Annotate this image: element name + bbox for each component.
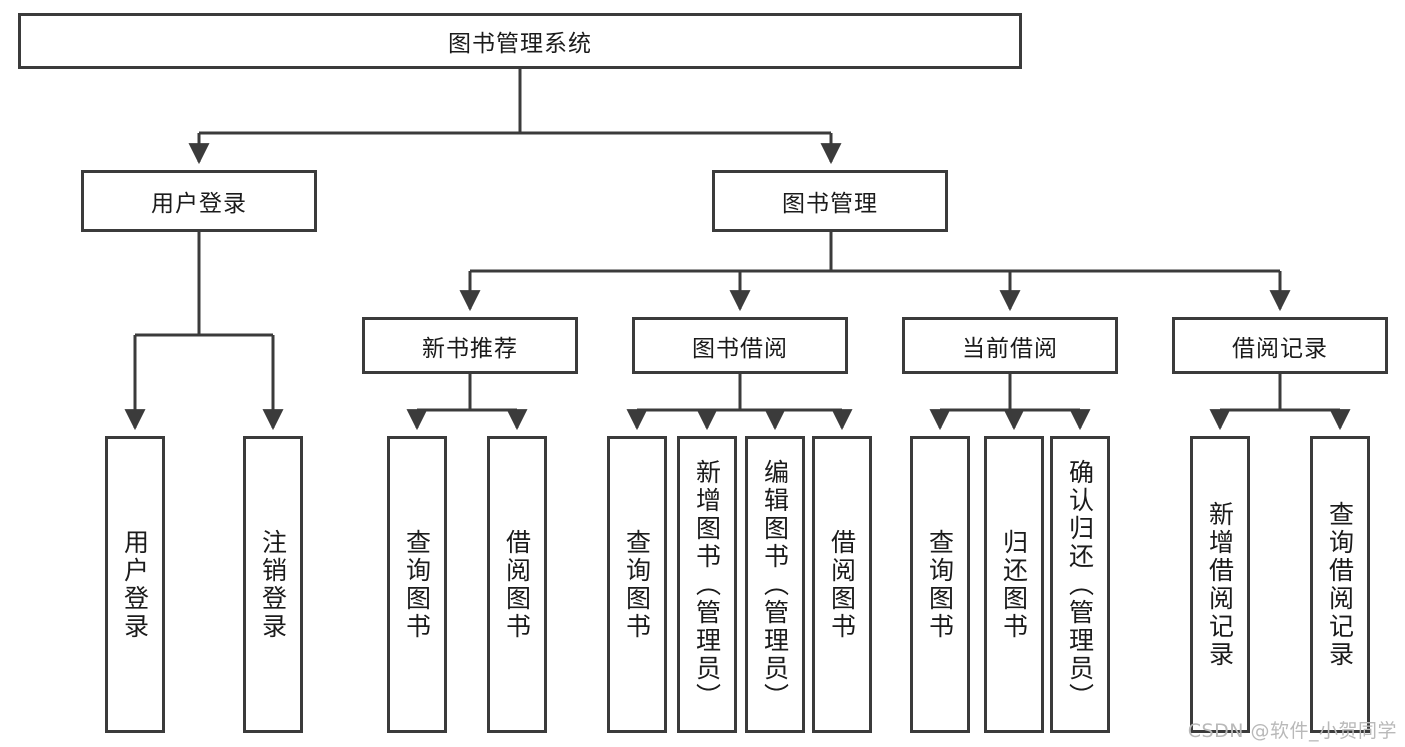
node-leaf-query-borrow-record-label: 查询借阅记录 [1325,500,1355,669]
watermark-text: CSDN @软件_小贺同学 [1187,720,1397,742]
node-leaf-query-book-3[interactable]: 查询图书 [910,436,970,733]
node-leaf-query-book-1-label: 查询图书 [402,528,432,641]
node-leaf-borrow-book-2[interactable]: 借阅图书 [812,436,872,733]
node-book-manage[interactable]: 图书管理 [712,170,948,232]
node-leaf-add-borrow-record[interactable]: 新增借阅记录 [1190,436,1250,733]
node-new-book-recommend[interactable]: 新书推荐 [362,317,578,374]
node-user-login[interactable]: 用户登录 [81,170,317,232]
node-leaf-query-book-2-label: 查询图书 [622,528,652,641]
node-leaf-return-book-label: 归还图书 [999,528,1029,641]
node-leaf-confirm-return[interactable]: 确认归还（管理员） [1050,436,1110,733]
node-leaf-confirm-return-label: 确认归还（管理员） [1065,458,1095,711]
node-leaf-user-logout-label: 注销登录 [258,528,288,641]
node-leaf-borrow-book-2-label: 借阅图书 [827,528,857,641]
node-leaf-query-book-3-label: 查询图书 [925,528,955,641]
node-root[interactable]: 图书管理系统 [18,13,1022,69]
node-root-label: 图书管理系统 [448,31,592,57]
node-leaf-add-book[interactable]: 新增图书（管理员） [677,436,737,733]
node-leaf-query-book-2[interactable]: 查询图书 [607,436,667,733]
node-leaf-user-logout[interactable]: 注销登录 [243,436,303,733]
node-book-manage-label: 图书管理 [782,191,878,217]
node-leaf-query-borrow-record[interactable]: 查询借阅记录 [1310,436,1370,733]
node-leaf-user-login-label: 用户登录 [120,528,150,641]
node-leaf-add-borrow-record-label: 新增借阅记录 [1205,500,1235,669]
node-current-borrow[interactable]: 当前借阅 [902,317,1118,374]
node-leaf-edit-book[interactable]: 编辑图书（管理员） [745,436,805,733]
node-current-borrow-label: 当前借阅 [962,335,1058,362]
node-leaf-edit-book-label: 编辑图书（管理员） [760,458,790,711]
node-leaf-user-login[interactable]: 用户登录 [105,436,165,733]
node-new-book-recommend-label: 新书推荐 [422,335,518,362]
node-book-borrow[interactable]: 图书借阅 [632,317,848,374]
node-book-borrow-label: 图书借阅 [692,335,788,362]
node-leaf-borrow-book-1-label: 借阅图书 [502,528,532,641]
node-borrow-record[interactable]: 借阅记录 [1172,317,1388,374]
node-leaf-borrow-book-1[interactable]: 借阅图书 [487,436,547,733]
node-borrow-record-label: 借阅记录 [1232,335,1328,362]
node-leaf-return-book[interactable]: 归还图书 [984,436,1044,733]
node-user-login-label: 用户登录 [151,191,247,217]
node-leaf-add-book-label: 新增图书（管理员） [692,458,722,711]
node-leaf-query-book-1[interactable]: 查询图书 [387,436,447,733]
